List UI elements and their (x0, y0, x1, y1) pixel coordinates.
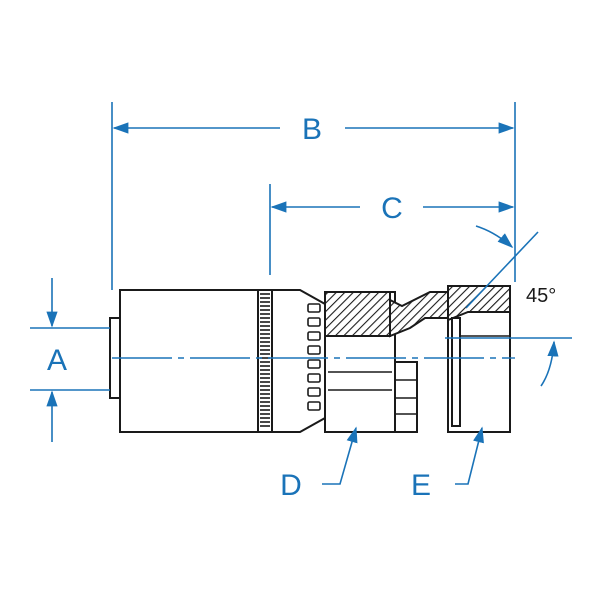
callout-label-d: D (280, 469, 302, 502)
crimp-tooth (307, 345, 321, 355)
dimension-label-a: A (47, 344, 67, 377)
knurl-lines (260, 293, 270, 427)
crimp-tooth (307, 303, 321, 313)
section-hatch-mid (389, 291, 449, 338)
angle-label: 45° (526, 285, 556, 307)
dimension-b: B (111, 102, 516, 290)
angle-arc-upper (475, 225, 514, 249)
section-hatch-d (324, 291, 391, 337)
section-hatch-e (447, 285, 511, 322)
crimp-tooth (307, 331, 321, 341)
angle-callout: 45° (465, 225, 559, 387)
crimp-tooth (307, 373, 321, 383)
center-connector (394, 361, 418, 433)
angle-arc-lower (540, 340, 559, 387)
dimension-label-c: C (381, 192, 403, 225)
fitting-body (109, 285, 511, 433)
callout-label-e: E (411, 469, 431, 502)
crimp-tooth (307, 401, 321, 411)
crimp-tooth (307, 387, 321, 397)
crimp-tooth (307, 317, 321, 327)
dimension-c: C (269, 184, 515, 275)
e-leader-line (455, 426, 484, 485)
dimension-label-b: B (302, 113, 322, 146)
ferrule (119, 289, 259, 433)
leader-e: E (411, 426, 484, 502)
dimension-a: A (30, 278, 110, 442)
crimp-teeth (307, 303, 321, 411)
angle-leader-line (465, 231, 539, 309)
nut-e-bore (451, 317, 461, 427)
d-leader-line (322, 426, 358, 485)
crimp-tooth (307, 359, 321, 369)
leader-d: D (280, 426, 358, 502)
